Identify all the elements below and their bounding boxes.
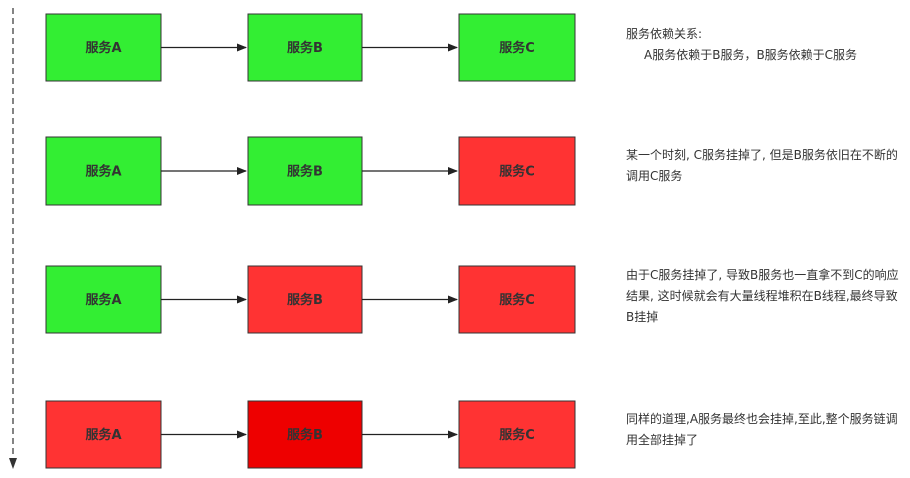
row-1-description-body: A服务依赖于B服务，B服务依赖于C服务 bbox=[644, 48, 858, 62]
row-2-service-c-label: 服务C bbox=[499, 164, 535, 180]
row-1-service-a-box bbox=[45, 13, 162, 82]
row-1: 服务A 服务B 服务C bbox=[45, 13, 576, 82]
row-1-description-title: 服务依赖关系: bbox=[626, 27, 703, 41]
row-4-service-b-label: 服务B bbox=[287, 427, 323, 443]
row-1-service-b-label: 服务B bbox=[287, 40, 323, 56]
row-4-service-c-box bbox=[458, 400, 576, 469]
row-2: 服务A 服务B 服务C bbox=[45, 136, 576, 206]
row-3-service-c-label: 服务C bbox=[499, 292, 535, 308]
row-3-service-b-label: 服务B bbox=[287, 292, 323, 308]
row-4-description: 同样的道理,A服务最终也会挂掉,至此,整个服务链调用全部挂掉了 bbox=[626, 412, 898, 447]
row-2-service-a-box bbox=[45, 136, 162, 206]
row-1-service-a-label: 服务A bbox=[85, 40, 121, 56]
row-4-service-b-box bbox=[247, 400, 363, 469]
row-2-description: 某一个时刻, C服务挂掉了, 但是B服务依旧在不断的调用C服务 bbox=[626, 148, 898, 183]
row-2-service-c-box bbox=[458, 136, 576, 206]
row-1-service-c-label: 服务C bbox=[499, 40, 535, 56]
row-1-service-c-box bbox=[458, 13, 576, 82]
row-2-service-a-label: 服务A bbox=[85, 164, 121, 180]
row-3: 服务A 服务B 服务C bbox=[45, 265, 576, 334]
row-1-description: 服务依赖关系: A服务依赖于B服务，B服务依赖于C服务 bbox=[626, 24, 904, 66]
row-4-service-a-box bbox=[45, 400, 162, 469]
row-3-service-b-box bbox=[247, 265, 363, 334]
row-4: 服务A 服务B 服务C bbox=[45, 400, 576, 469]
row-3-service-c-box bbox=[458, 265, 576, 334]
row-4-service-a-label: 服务A bbox=[85, 427, 121, 443]
row-3-service-a-box bbox=[45, 265, 162, 334]
row-2-service-b-label: 服务B bbox=[287, 164, 323, 180]
timeline-arrowhead bbox=[9, 458, 17, 469]
row-1-service-b-box bbox=[247, 13, 363, 82]
row-3-description: 由于C服务挂掉了, 导致B服务也一直拿不到C的响应结果, 这时候就会有大量线程堆… bbox=[626, 268, 899, 324]
row-3-service-a-label: 服务A bbox=[85, 292, 121, 308]
row-4-service-c-label: 服务C bbox=[499, 427, 535, 443]
